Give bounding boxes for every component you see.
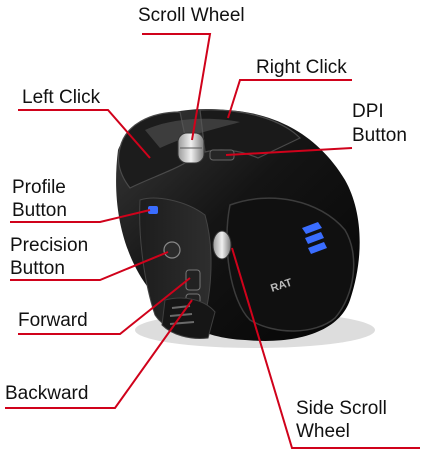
label-right-click: Right Click: [256, 57, 347, 78]
label-profile-line1: Profile: [12, 177, 66, 198]
precision-button[interactable]: [163, 241, 181, 259]
label-precision-line1: Precision: [10, 235, 89, 256]
leader-right-click: [227, 79, 352, 119]
logo-led-icon: [302, 222, 327, 254]
label-forward: Forward: [18, 310, 88, 331]
leader-scroll-wheel: [142, 33, 212, 141]
label-dpi-line1: DPI: [352, 101, 384, 122]
label-side-scroll-line1: Side Scroll: [296, 398, 387, 419]
leader-forward: [18, 277, 191, 335]
leader-profile: [10, 209, 151, 223]
label-backward: Backward: [5, 383, 89, 404]
label-side-scroll-line2: Wheel: [296, 421, 350, 442]
leader-left-click: [18, 109, 151, 159]
palm-rest: [226, 197, 355, 332]
label-profile-line2: Button: [12, 200, 67, 221]
leader-backward: [5, 299, 193, 409]
leader-side-scroll: [231, 247, 420, 449]
leader-dpi: [225, 147, 353, 156]
profile-button[interactable]: [148, 206, 158, 214]
label-left-click: Left Click: [22, 87, 101, 108]
label-precision-line2: Button: [10, 258, 65, 279]
label-dpi-line2: Button: [352, 125, 407, 146]
leader-precision: [10, 251, 169, 281]
side-scroll-wheel[interactable]: [212, 230, 232, 260]
label-scroll-wheel: Scroll Wheel: [138, 5, 245, 26]
